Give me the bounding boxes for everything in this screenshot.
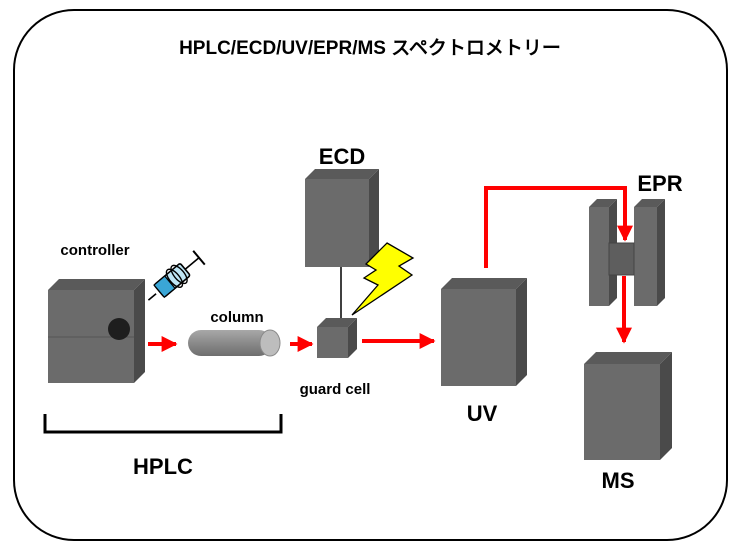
controller-box — [48, 279, 145, 383]
ms-box — [584, 352, 672, 460]
epr-box — [589, 199, 665, 306]
page-title: HPLC/ECD/UV/EPR/MS スペクトロメトリー — [179, 37, 561, 59]
controller-knob — [108, 318, 130, 340]
ms-label: MS — [602, 468, 635, 493]
ecd-box — [305, 169, 379, 267]
hplc-label: HPLC — [133, 454, 193, 479]
guard-cell-box — [317, 318, 357, 358]
controller-label: controller — [60, 242, 129, 259]
uv-label: UV — [467, 401, 498, 426]
column-label: column — [210, 309, 263, 326]
hplc-bracket — [43, 414, 283, 434]
lightning-icon — [351, 242, 415, 316]
epr-label: EPR — [637, 171, 682, 196]
flow-arrow-uv-epr — [484, 186, 633, 268]
ecd-label: ECD — [319, 144, 365, 169]
column-cylinder — [188, 329, 281, 357]
syringe-icon — [147, 250, 206, 301]
uv-box — [441, 278, 527, 386]
guard-cell-label: guard cell — [300, 381, 371, 398]
